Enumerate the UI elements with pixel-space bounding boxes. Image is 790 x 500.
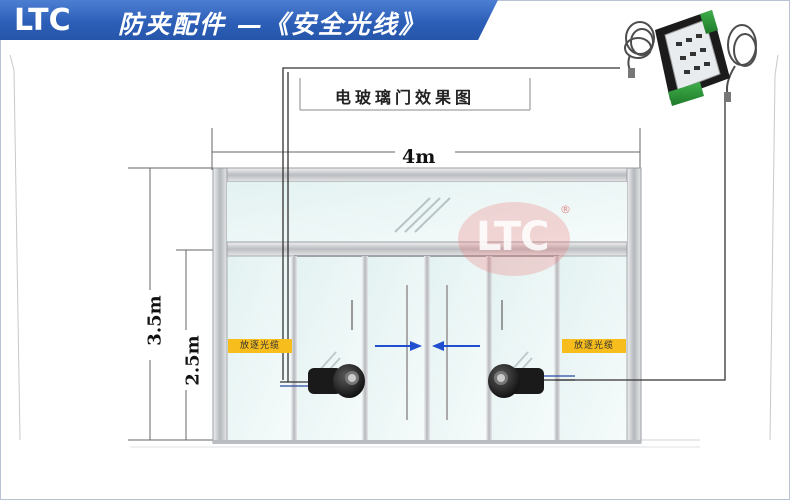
warning-sticker-left: 放逐光缆: [228, 339, 292, 353]
banner-title: 防夹配件 —《安全光线》: [118, 10, 426, 39]
photo-sensor-left-icon: [308, 364, 365, 398]
height-dimensions: [128, 167, 226, 441]
arrow-right-icon: [375, 341, 422, 351]
controller-unit-icon: [624, 10, 757, 106]
door-height-label: 2.5m: [182, 335, 204, 386]
header-banner: LTC 防夹配件 —《安全光线》: [0, 0, 498, 40]
diagram-title: 电玻璃门效果图: [335, 88, 476, 107]
width-dimension-label: 4m: [402, 146, 436, 168]
sensor-wiring: [280, 67, 726, 387]
outer-frame: [212, 167, 642, 444]
brand-logo: LTC: [14, 3, 71, 38]
warning-sticker-right: 放逐光缆: [562, 339, 626, 353]
photo-sensor-right-icon: [488, 364, 544, 398]
watermark-badge: [458, 202, 570, 276]
closing-arrows: [375, 341, 480, 351]
registered-mark: ®: [560, 203, 571, 216]
arrow-left-icon: [432, 341, 480, 351]
watermark-logo: LTC: [476, 214, 550, 260]
total-height-label: 3.5m: [144, 295, 166, 346]
title-bracket: [299, 78, 531, 111]
width-dimension: [211, 128, 641, 170]
